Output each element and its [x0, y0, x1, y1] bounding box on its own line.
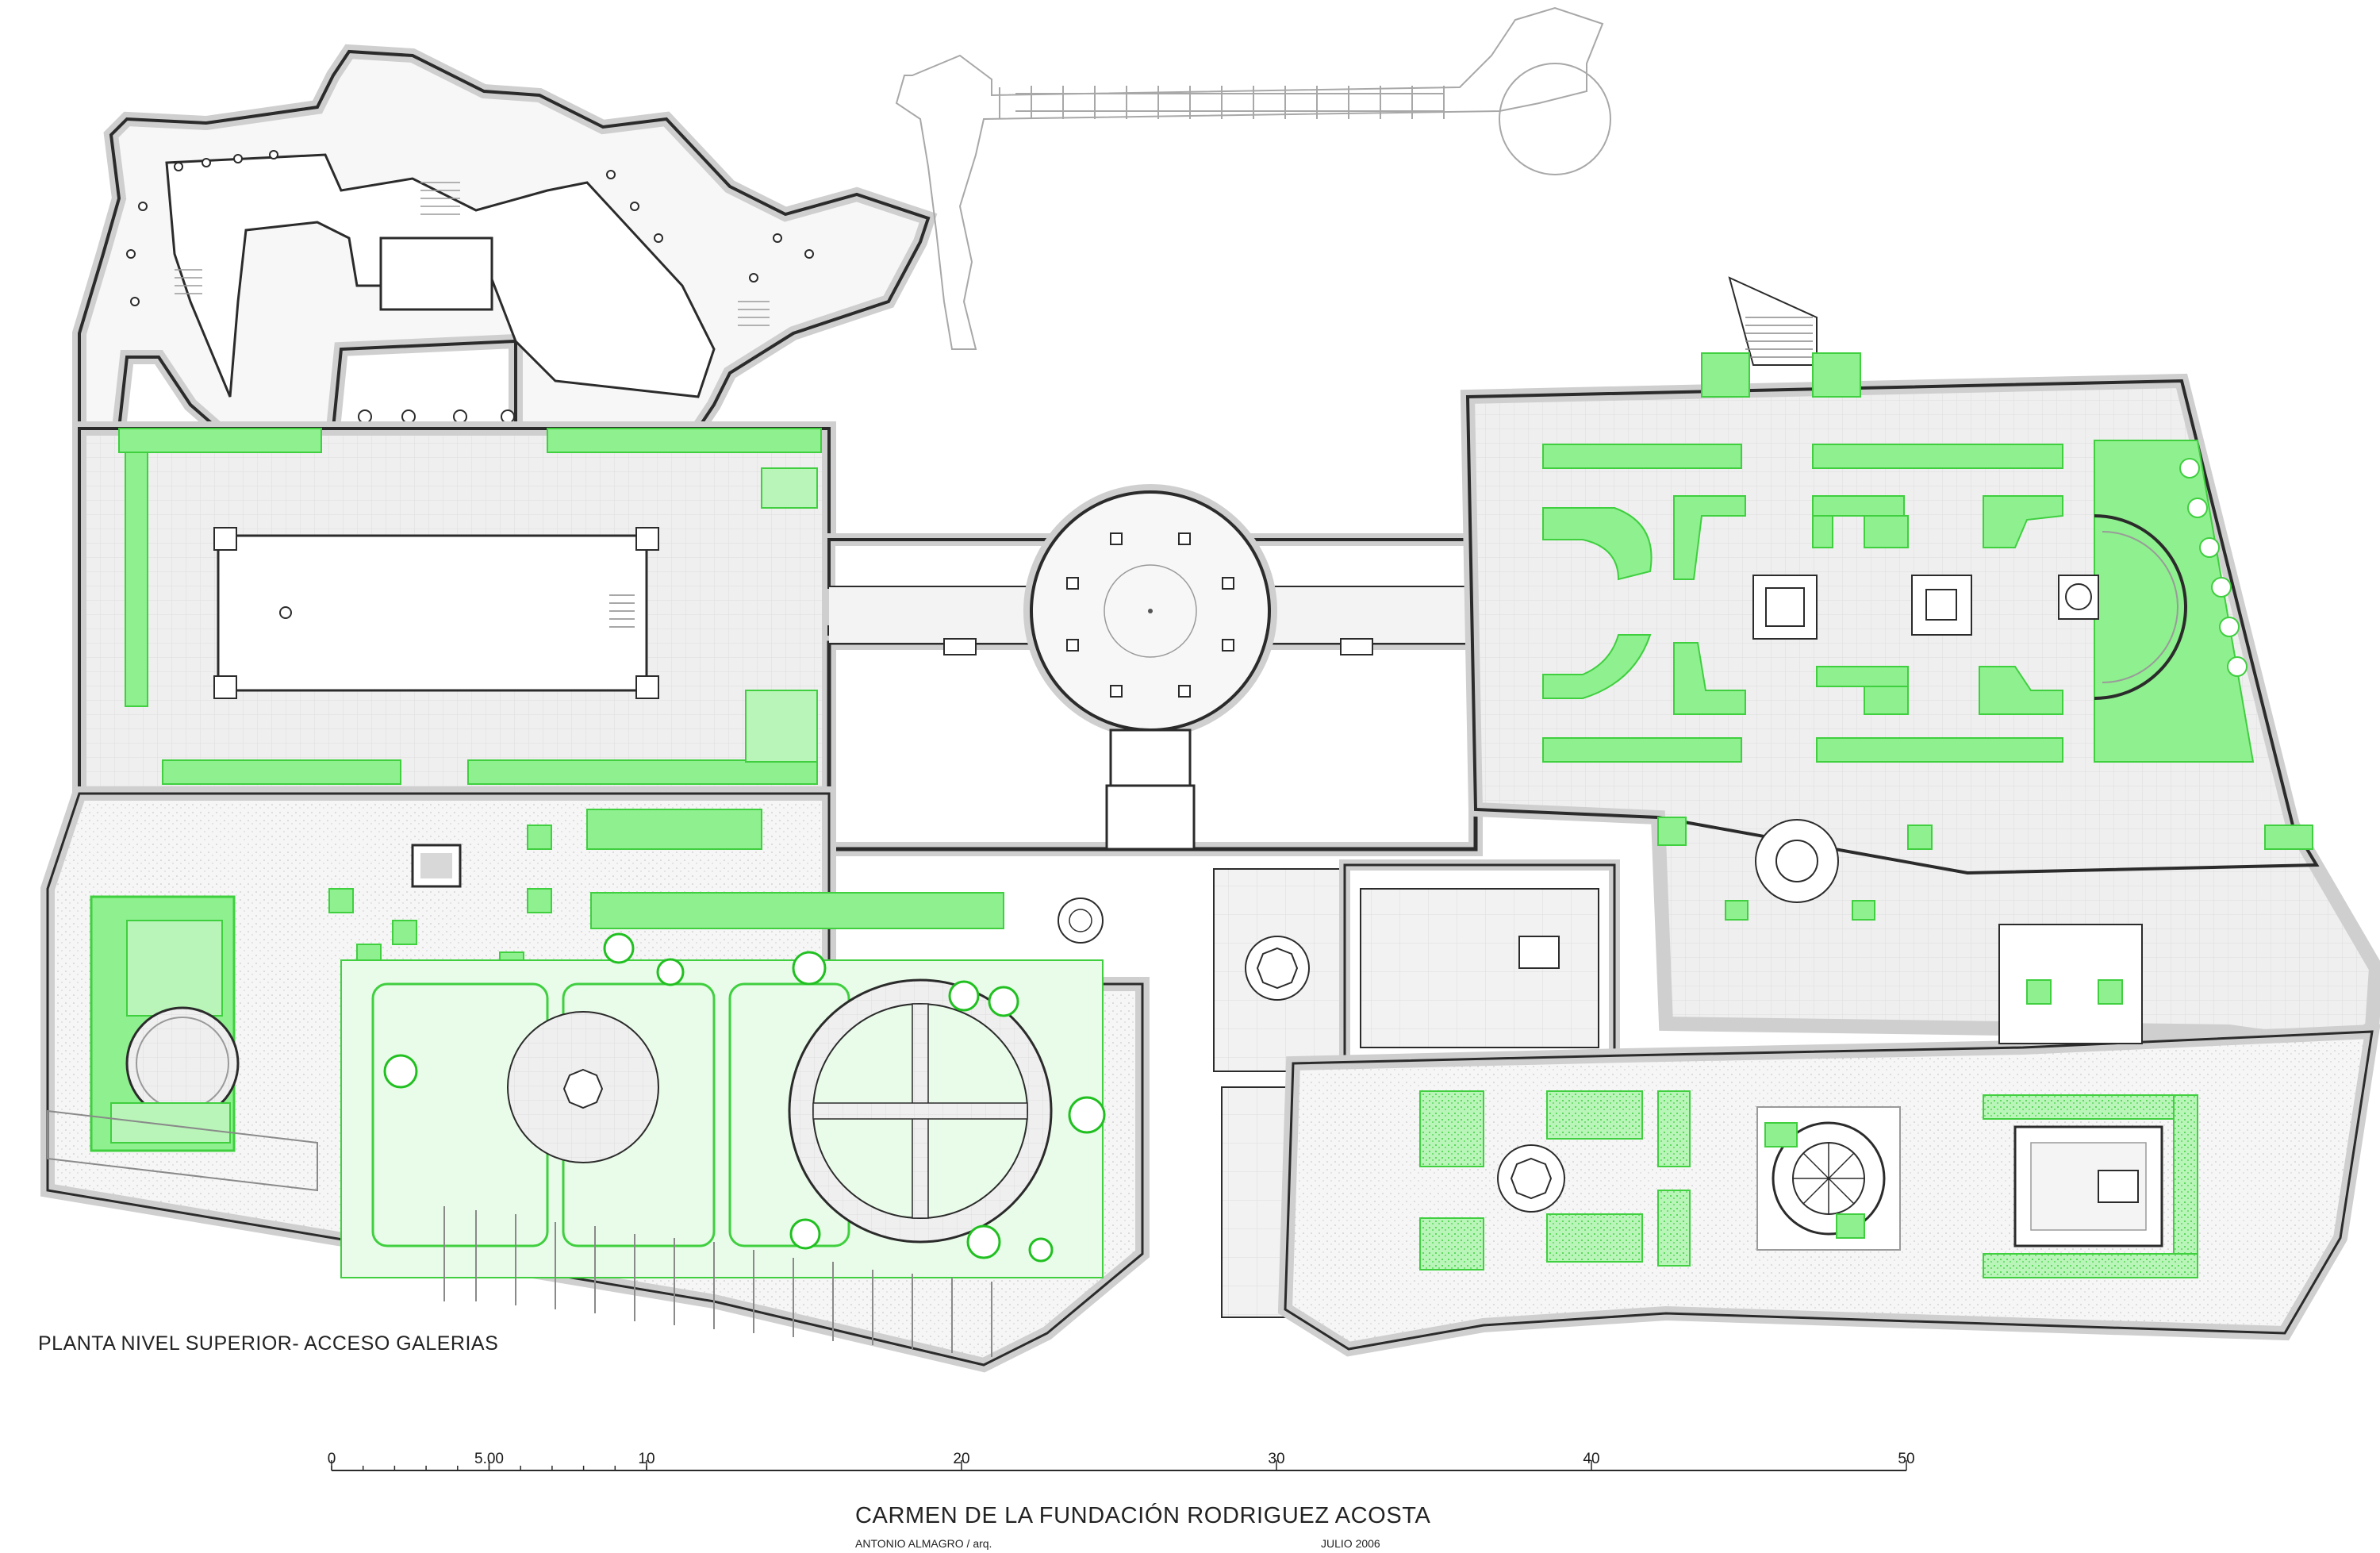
adjacent-structure-outline	[895, 6, 1611, 350]
west-terrace	[72, 421, 836, 801]
plan-title: PLANTA NIVEL SUPERIOR- ACCESO GALERIAS	[38, 1332, 499, 1355]
scale-tick-label: 0	[327, 1451, 336, 1467]
east-terrace	[1460, 276, 2380, 1055]
scale-tick-label: 40	[1583, 1451, 1600, 1467]
drawing-title: CARMEN DE LA FUNDACIÓN RODRIGUEZ ACOSTA	[855, 1503, 1431, 1528]
scale-tick-label: 10	[638, 1451, 655, 1467]
drawing-date: JULIO 2006	[1321, 1537, 1380, 1550]
scale-tick-label: 50	[1898, 1451, 1915, 1467]
scale-bar	[331, 1460, 1907, 1471]
architect-credit: ANTONIO ALMAGRO / arq.	[855, 1537, 992, 1550]
southeast-parterre	[1277, 924, 2380, 1357]
upper-galleries	[72, 44, 938, 440]
central-lower-block	[1213, 859, 1620, 1318]
scale-tick-label: 20	[953, 1451, 970, 1467]
rotunda-building	[822, 484, 1483, 856]
scale-tick-label: 30	[1268, 1451, 1285, 1467]
scale-tick-label: 5.00	[474, 1451, 504, 1467]
southwest-garden	[40, 786, 1150, 1373]
